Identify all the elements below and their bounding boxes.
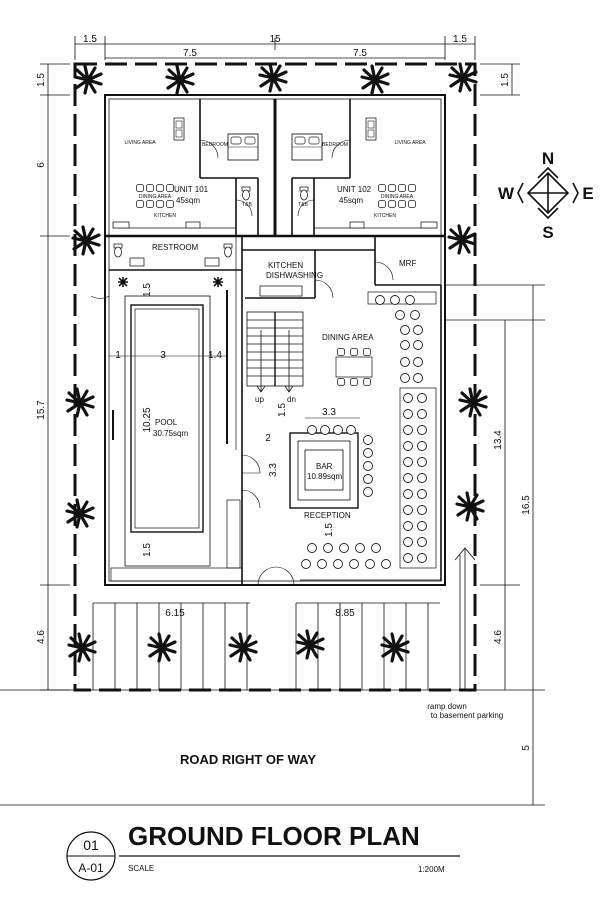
dim-left-3: 15.7	[36, 400, 47, 420]
dim-pool-row-1: 1	[115, 350, 121, 361]
dim-right-4: 4.6	[493, 630, 504, 644]
dim-left-1: 1.5	[36, 73, 47, 87]
label-unit-102-area: 45sqm	[339, 196, 363, 205]
dining-booth-seats	[375, 295, 427, 563]
left-dimensions	[40, 63, 70, 691]
label-tb-102: T&B	[298, 202, 308, 208]
label-bedroom-101: BEDROOM	[202, 142, 228, 148]
label-pool: POOL	[155, 418, 178, 427]
dim-bar-height: 3.3	[268, 463, 279, 477]
dim-bar-side: 2	[265, 433, 271, 444]
label-stair-down: dn	[287, 395, 296, 404]
top-dimensions	[74, 36, 476, 60]
label-unit-101-area: 45sqm	[176, 196, 200, 205]
restroom-sink-2	[204, 257, 220, 267]
label-living-area-101: LIVING AREA	[124, 140, 156, 146]
label-kitchen-102: KITCHEN	[374, 213, 396, 219]
bed-unit-102	[291, 133, 323, 161]
label-living-area-102: LIVING AREA	[394, 140, 426, 146]
toilet-unit-101	[241, 186, 251, 201]
service-area-walls	[90, 236, 441, 585]
compass-south: S	[542, 223, 553, 242]
residential-units	[105, 99, 445, 238]
label-pool-area: 30.75sqm	[153, 429, 188, 438]
dim-pool-top: 1.5	[142, 283, 153, 297]
sofa-unit-101	[173, 117, 185, 141]
label-road-right-of-way: ROAD RIGHT OF WAY	[180, 752, 316, 767]
dim-parking-left: 6.15	[165, 608, 185, 619]
kitchen-counter	[259, 285, 303, 297]
label-ramp-line1: ramp down	[427, 702, 467, 711]
label-tb-101: T&B	[242, 202, 252, 208]
pool-deck	[110, 290, 243, 582]
label-unit-102: UNIT 102	[337, 185, 372, 194]
dim-top-4: 7.5	[353, 48, 367, 59]
dim-top-3: 15	[269, 34, 281, 45]
compass-rose	[517, 166, 579, 220]
property-boundary	[73, 62, 477, 692]
dim-right-5: 5	[521, 745, 532, 751]
toilet-restroom-2	[223, 243, 233, 258]
bed-unit-101	[227, 133, 259, 161]
dim-pool-bottom: 1.5	[142, 543, 153, 557]
toilet-restroom-1	[113, 243, 123, 258]
dim-left-4: 4.6	[36, 630, 47, 644]
parking-stalls	[92, 547, 476, 690]
dim-right-3: 16.5	[521, 495, 532, 515]
dim-top-1: 1.5	[83, 34, 97, 45]
compass-east: E	[582, 184, 593, 203]
label-kitchen: KITCHEN	[268, 261, 303, 270]
label-bar-area: 10.89sqm	[307, 472, 342, 481]
dim-bar-bottom: 1.5	[324, 523, 335, 537]
dim-right-2: 13.4	[493, 430, 504, 450]
title-scale-label: SCALE	[128, 864, 154, 873]
bar-stools	[301, 425, 391, 569]
title-block	[66, 831, 460, 881]
dim-left-2: 6	[36, 162, 47, 168]
dim-top-2: 7.5	[183, 48, 197, 59]
label-bedroom-102: BEDROOM	[322, 142, 348, 148]
title-number: 01	[83, 837, 99, 853]
label-dining-102: DINING AREA	[381, 194, 414, 200]
label-unit-101: UNIT 101	[174, 185, 209, 194]
dim-top-5: 1.5	[453, 34, 467, 45]
label-dining-101: DINING AREA	[139, 194, 172, 200]
label-bar: BAR	[316, 462, 333, 471]
dim-bar-top: 1.5	[277, 403, 288, 417]
label-restroom: RESTROOM	[152, 243, 199, 252]
label-dishwashing: DISHWASHING	[266, 271, 323, 280]
kitchen-counters-units	[112, 221, 438, 229]
dim-right-1: 1.5	[500, 73, 511, 87]
title-scale-value: 1:200M	[418, 865, 445, 874]
sofa-unit-102	[365, 117, 377, 141]
compass-west: W	[498, 184, 515, 203]
small-plants	[118, 277, 223, 287]
compass-north: N	[542, 149, 554, 168]
toilet-unit-102	[299, 186, 309, 201]
dim-pool-length: 10.25	[142, 407, 153, 432]
stairs	[246, 311, 304, 393]
label-dining-area: DINING AREA	[322, 333, 374, 342]
dim-pool-row-2: 3	[160, 350, 166, 361]
label-kitchen-101: KITCHEN	[154, 213, 176, 219]
right-dimensions	[0, 63, 545, 806]
label-stair-up: up	[255, 395, 264, 404]
bar-counter	[241, 417, 441, 586]
title-sheet: A-01	[78, 861, 104, 875]
restroom-sink-1	[129, 257, 145, 267]
label-mrf: MRF	[399, 259, 416, 268]
dining-area-fixtures	[335, 285, 442, 581]
dim-parking-right: 8.85	[335, 608, 355, 619]
dim-pool-row-3: 1.4	[208, 350, 222, 361]
title-ground-floor-plan: GROUND FLOOR PLAN	[128, 821, 420, 851]
label-ramp-line2: to basement parking	[431, 711, 504, 720]
dim-bar-width: 3.3	[322, 407, 336, 418]
label-reception: RECEPTION	[304, 511, 351, 520]
